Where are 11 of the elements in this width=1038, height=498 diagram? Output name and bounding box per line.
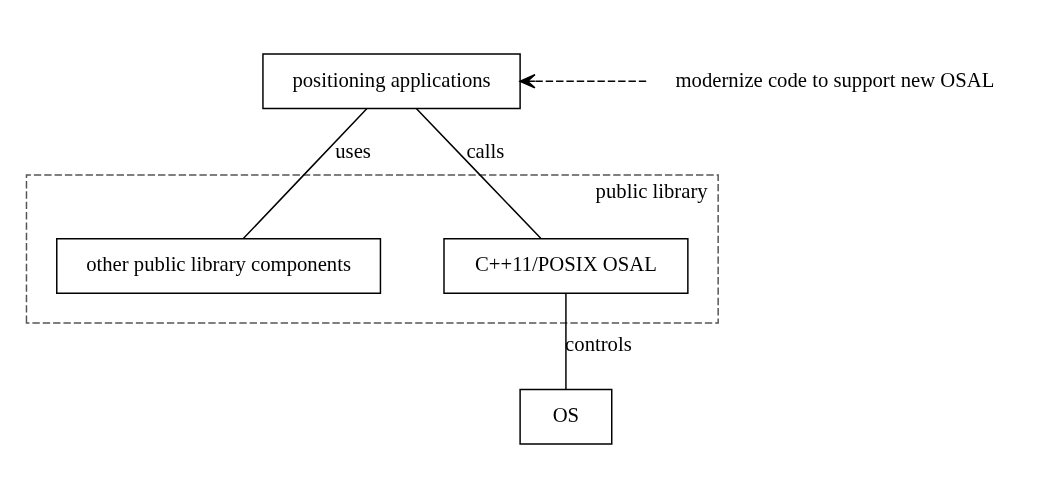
edge-label: calls	[466, 139, 505, 162]
connector	[415, 108, 542, 240]
node-box: OS	[519, 388, 613, 445]
node-box: positioning applications	[262, 53, 521, 110]
node-text: modernize code to support new OSAL	[675, 68, 995, 91]
connector	[242, 108, 368, 240]
node-box: other public library components	[56, 237, 382, 295]
connector	[565, 293, 567, 390]
node-box: C++11/POSIX OSAL	[443, 237, 689, 295]
arrow	[519, 73, 647, 89]
edge-label: uses	[335, 139, 371, 162]
